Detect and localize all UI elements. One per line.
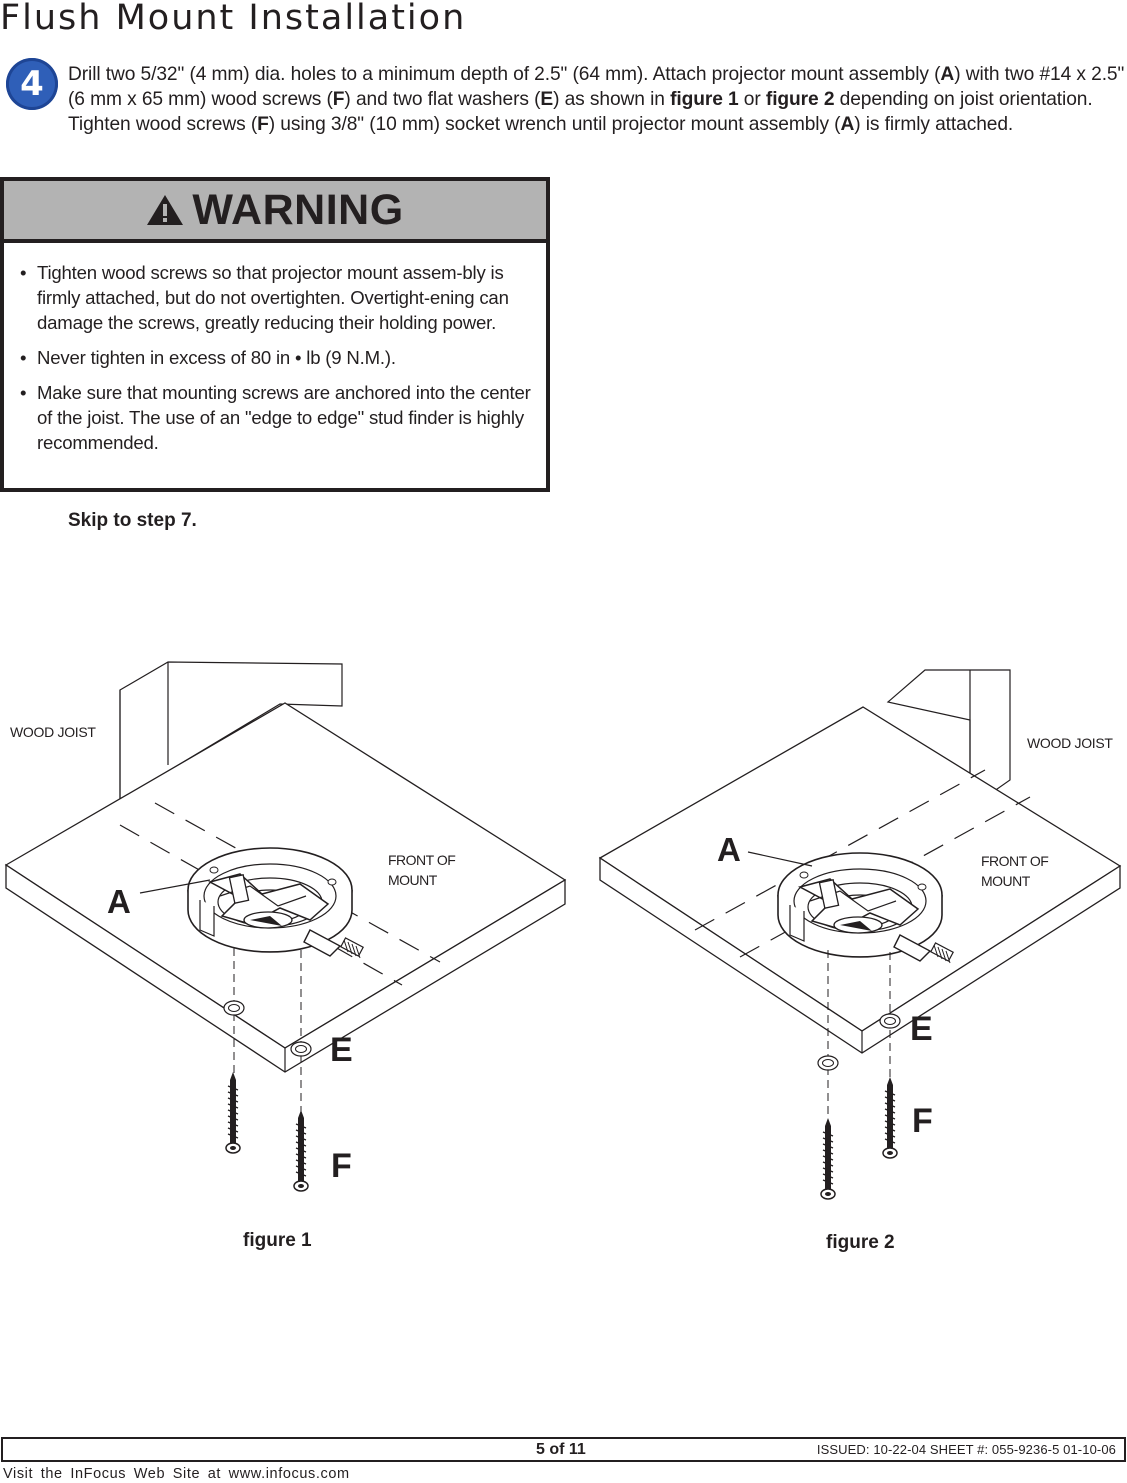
- step-text-run: ) and two flat washers (: [344, 89, 541, 110]
- fig2-joist-label: WOOD JOIST: [1027, 735, 1113, 751]
- fig1-label-e: E: [330, 1031, 353, 1069]
- fig2-caption: figure 2: [826, 1232, 895, 1253]
- step-text-bold-run: A: [840, 114, 855, 135]
- step-text-run: ) using 3/8" (10 mm) socket wrench until…: [268, 114, 841, 135]
- website-note: Visit the InFocus Web Site at www.infocu…: [3, 1466, 350, 1482]
- page-number: 5 of 11: [536, 1441, 586, 1458]
- bullet: •: [20, 262, 27, 283]
- warning-header: WARNING: [4, 181, 546, 243]
- skip-instruction: Skip to step 7.: [68, 510, 197, 531]
- fig2-label-f: F: [912, 1102, 933, 1140]
- footer-bar: 5 of 11 ISSUED: 10-22-04 SHEET #: 055-92…: [1, 1437, 1126, 1462]
- fig2-front-label-1: FRONT OF: [981, 853, 1048, 869]
- fig1-front-label-2: MOUNT: [388, 872, 438, 888]
- fig2-front-label-2: MOUNT: [981, 873, 1031, 889]
- figure-1: WOOD JOIST FRONT OF MOUNT A E F figure 1: [4, 661, 567, 1251]
- step-number-badge: 4: [6, 58, 58, 110]
- warning-triangle-icon: [147, 195, 184, 225]
- step-text-bold-run: E: [540, 89, 554, 110]
- step-text-run: Drill two 5/32" (4 mm) dia. holes to a m…: [68, 64, 941, 85]
- step-text-run: depending on joist orientation. Tighten …: [68, 89, 1093, 135]
- fig1-caption: figure 1: [243, 1230, 312, 1251]
- warning-item: •Never tighten in excess of 80 in • lb (…: [20, 347, 396, 368]
- fig1-label-a: A: [107, 883, 131, 920]
- step-text-bold-run: F: [332, 89, 345, 110]
- step-text-run: or: [738, 89, 766, 110]
- fig1-front-label-1: FRONT OF: [388, 852, 455, 868]
- figure-2: WOOD JOIST FRONT OF MOUNT A E F figure 2: [598, 669, 1122, 1253]
- step-text-bold-run: figure 2: [765, 89, 835, 110]
- fig1-joist-label: WOOD JOIST: [10, 724, 96, 740]
- step-text-bold-run: A: [940, 64, 955, 85]
- fig2-label-a: A: [717, 831, 741, 868]
- fig2-label-e: E: [910, 1010, 933, 1048]
- warning-item: •Tighten wood screws so that projector m…: [20, 262, 509, 333]
- step-text-bold-run: F: [257, 114, 269, 135]
- step-text-run: ) as shown in: [553, 89, 671, 110]
- step-text-run: ) is firmly attached.: [854, 114, 1014, 135]
- issued-info: ISSUED: 10-22-04 SHEET #: 055-9236-5 01-…: [816, 1442, 1116, 1457]
- step-text-bold-run: figure 1: [670, 89, 739, 110]
- warning-title: WARNING: [192, 185, 404, 234]
- bullet: •: [20, 382, 27, 403]
- warning-box: WARNING •Tighten wood screws so that pro…: [0, 177, 550, 492]
- step-instructions: Drill two 5/32" (4 mm) dia. holes to a m…: [68, 62, 1127, 137]
- fig1-label-f: F: [331, 1147, 352, 1185]
- warning-list: •Tighten wood screws so that projector m…: [4, 243, 546, 455]
- bullet: •: [20, 347, 27, 368]
- installation-figures: WOOD JOIST FRONT OF MOUNT A E F figure 1…: [4, 661, 1122, 1253]
- page-title: Flush Mount Installation: [0, 0, 467, 38]
- step-text-run: ) with two #14 x 2.5" (6 mm x 65 mm) woo…: [68, 64, 1125, 110]
- warning-item: •Make sure that mounting screws are anch…: [20, 382, 531, 453]
